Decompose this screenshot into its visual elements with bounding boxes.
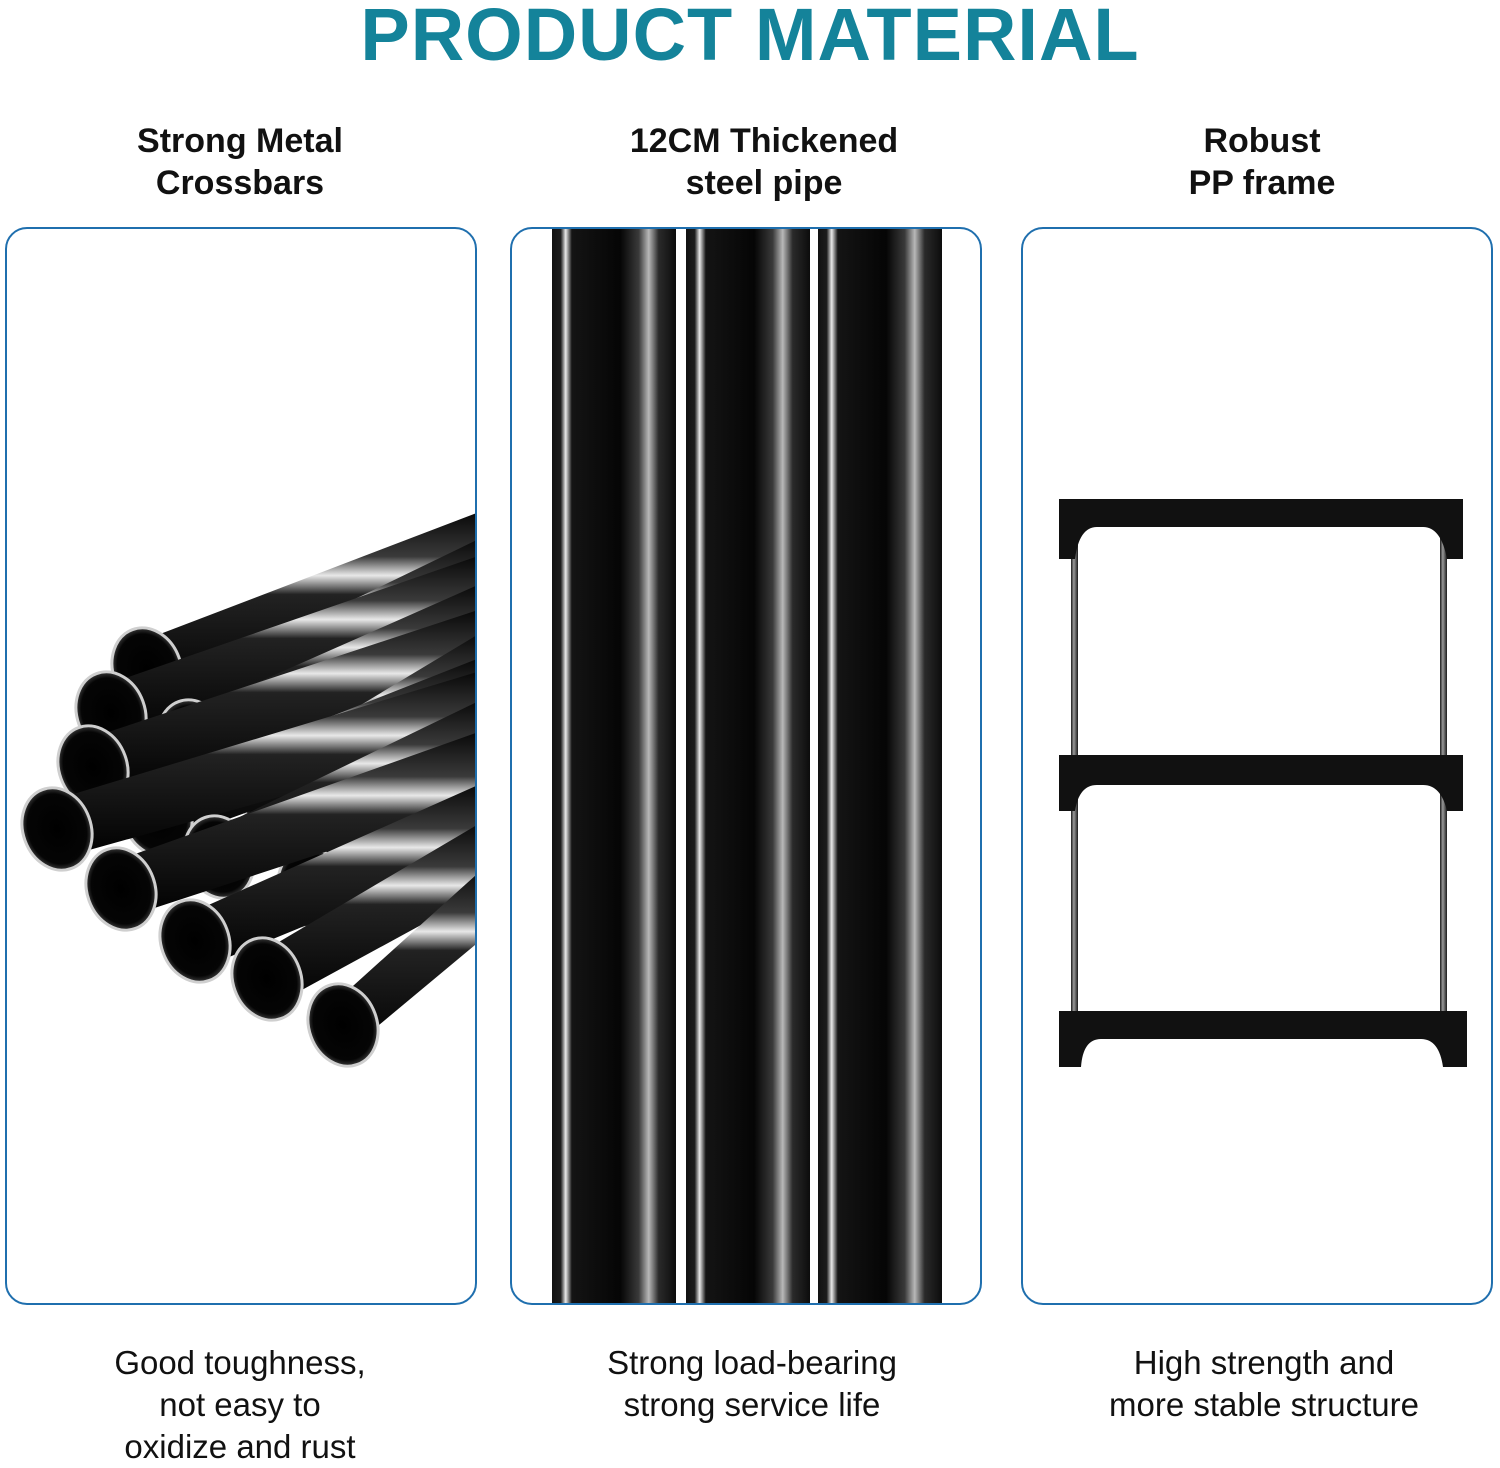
- tube-body: [121, 733, 475, 919]
- column-1-caption: Good toughness, not easy to oxidize and …: [2, 1342, 478, 1468]
- column-2-caption-line-2: strong service life: [623, 1386, 881, 1423]
- frame-top-shelf: [1059, 499, 1463, 559]
- pp-frame-card: [1021, 227, 1493, 1305]
- tube-end: [230, 936, 304, 1022]
- tube-end: [158, 898, 232, 984]
- vertical-pipes-icon: [552, 229, 942, 1303]
- pipe-3: [818, 229, 942, 1303]
- pipe-1: [552, 229, 676, 1303]
- column-2-heading-line-2: steel pipe: [685, 164, 843, 202]
- frame-middle-shelf: [1059, 755, 1463, 811]
- column-3-heading: Robust PP frame: [1024, 120, 1500, 204]
- crossbars-card: [5, 227, 477, 1305]
- pp-frame-icon: [1059, 499, 1467, 1067]
- tube-end: [84, 846, 158, 932]
- column-3-caption-line-2: more stable structure: [1109, 1386, 1419, 1423]
- column-2-heading: 12CM Thickened steel pipe: [526, 120, 1002, 204]
- tube-end: [306, 982, 380, 1068]
- column-3-caption-line-1: High strength and: [1133, 1344, 1395, 1381]
- column-1-caption-line-3: oxidize and rust: [124, 1428, 356, 1465]
- tube-body: [267, 826, 475, 1009]
- frame-bottom-shelf: [1059, 1011, 1467, 1067]
- column-3-heading-line-1: Robust: [1203, 122, 1321, 160]
- bundled-tubes-icon: [20, 513, 475, 1068]
- tube-body: [57, 672, 475, 859]
- tube-end: [20, 786, 94, 872]
- tube-body: [343, 875, 475, 1055]
- column-1-heading-line-2: Crossbars: [155, 164, 325, 202]
- column-2-caption: Strong load-bearing strong service life: [514, 1342, 990, 1426]
- column-2-caption-line-1: Strong load-bearing: [607, 1344, 897, 1381]
- tube-body: [195, 786, 475, 971]
- column-2-heading-line-1: 12CM Thickened: [629, 122, 899, 160]
- column-1-caption-line-1: Good toughness,: [114, 1344, 366, 1381]
- tube-body: [111, 557, 475, 743]
- column-3-caption: High strength and more stable structure: [1026, 1342, 1500, 1426]
- column-3-heading-line-2: PP frame: [1188, 164, 1336, 202]
- column-1-heading-line-1: Strong Metal: [137, 122, 343, 160]
- pipe-2: [686, 229, 810, 1303]
- tube-body: [93, 610, 475, 797]
- page-title: PRODUCT MATERIAL: [360, 0, 1140, 76]
- steel-pipe-card: [510, 227, 982, 1305]
- column-1-caption-line-2: not easy to: [159, 1386, 321, 1423]
- column-1-heading: Strong Metal Crossbars: [2, 120, 478, 204]
